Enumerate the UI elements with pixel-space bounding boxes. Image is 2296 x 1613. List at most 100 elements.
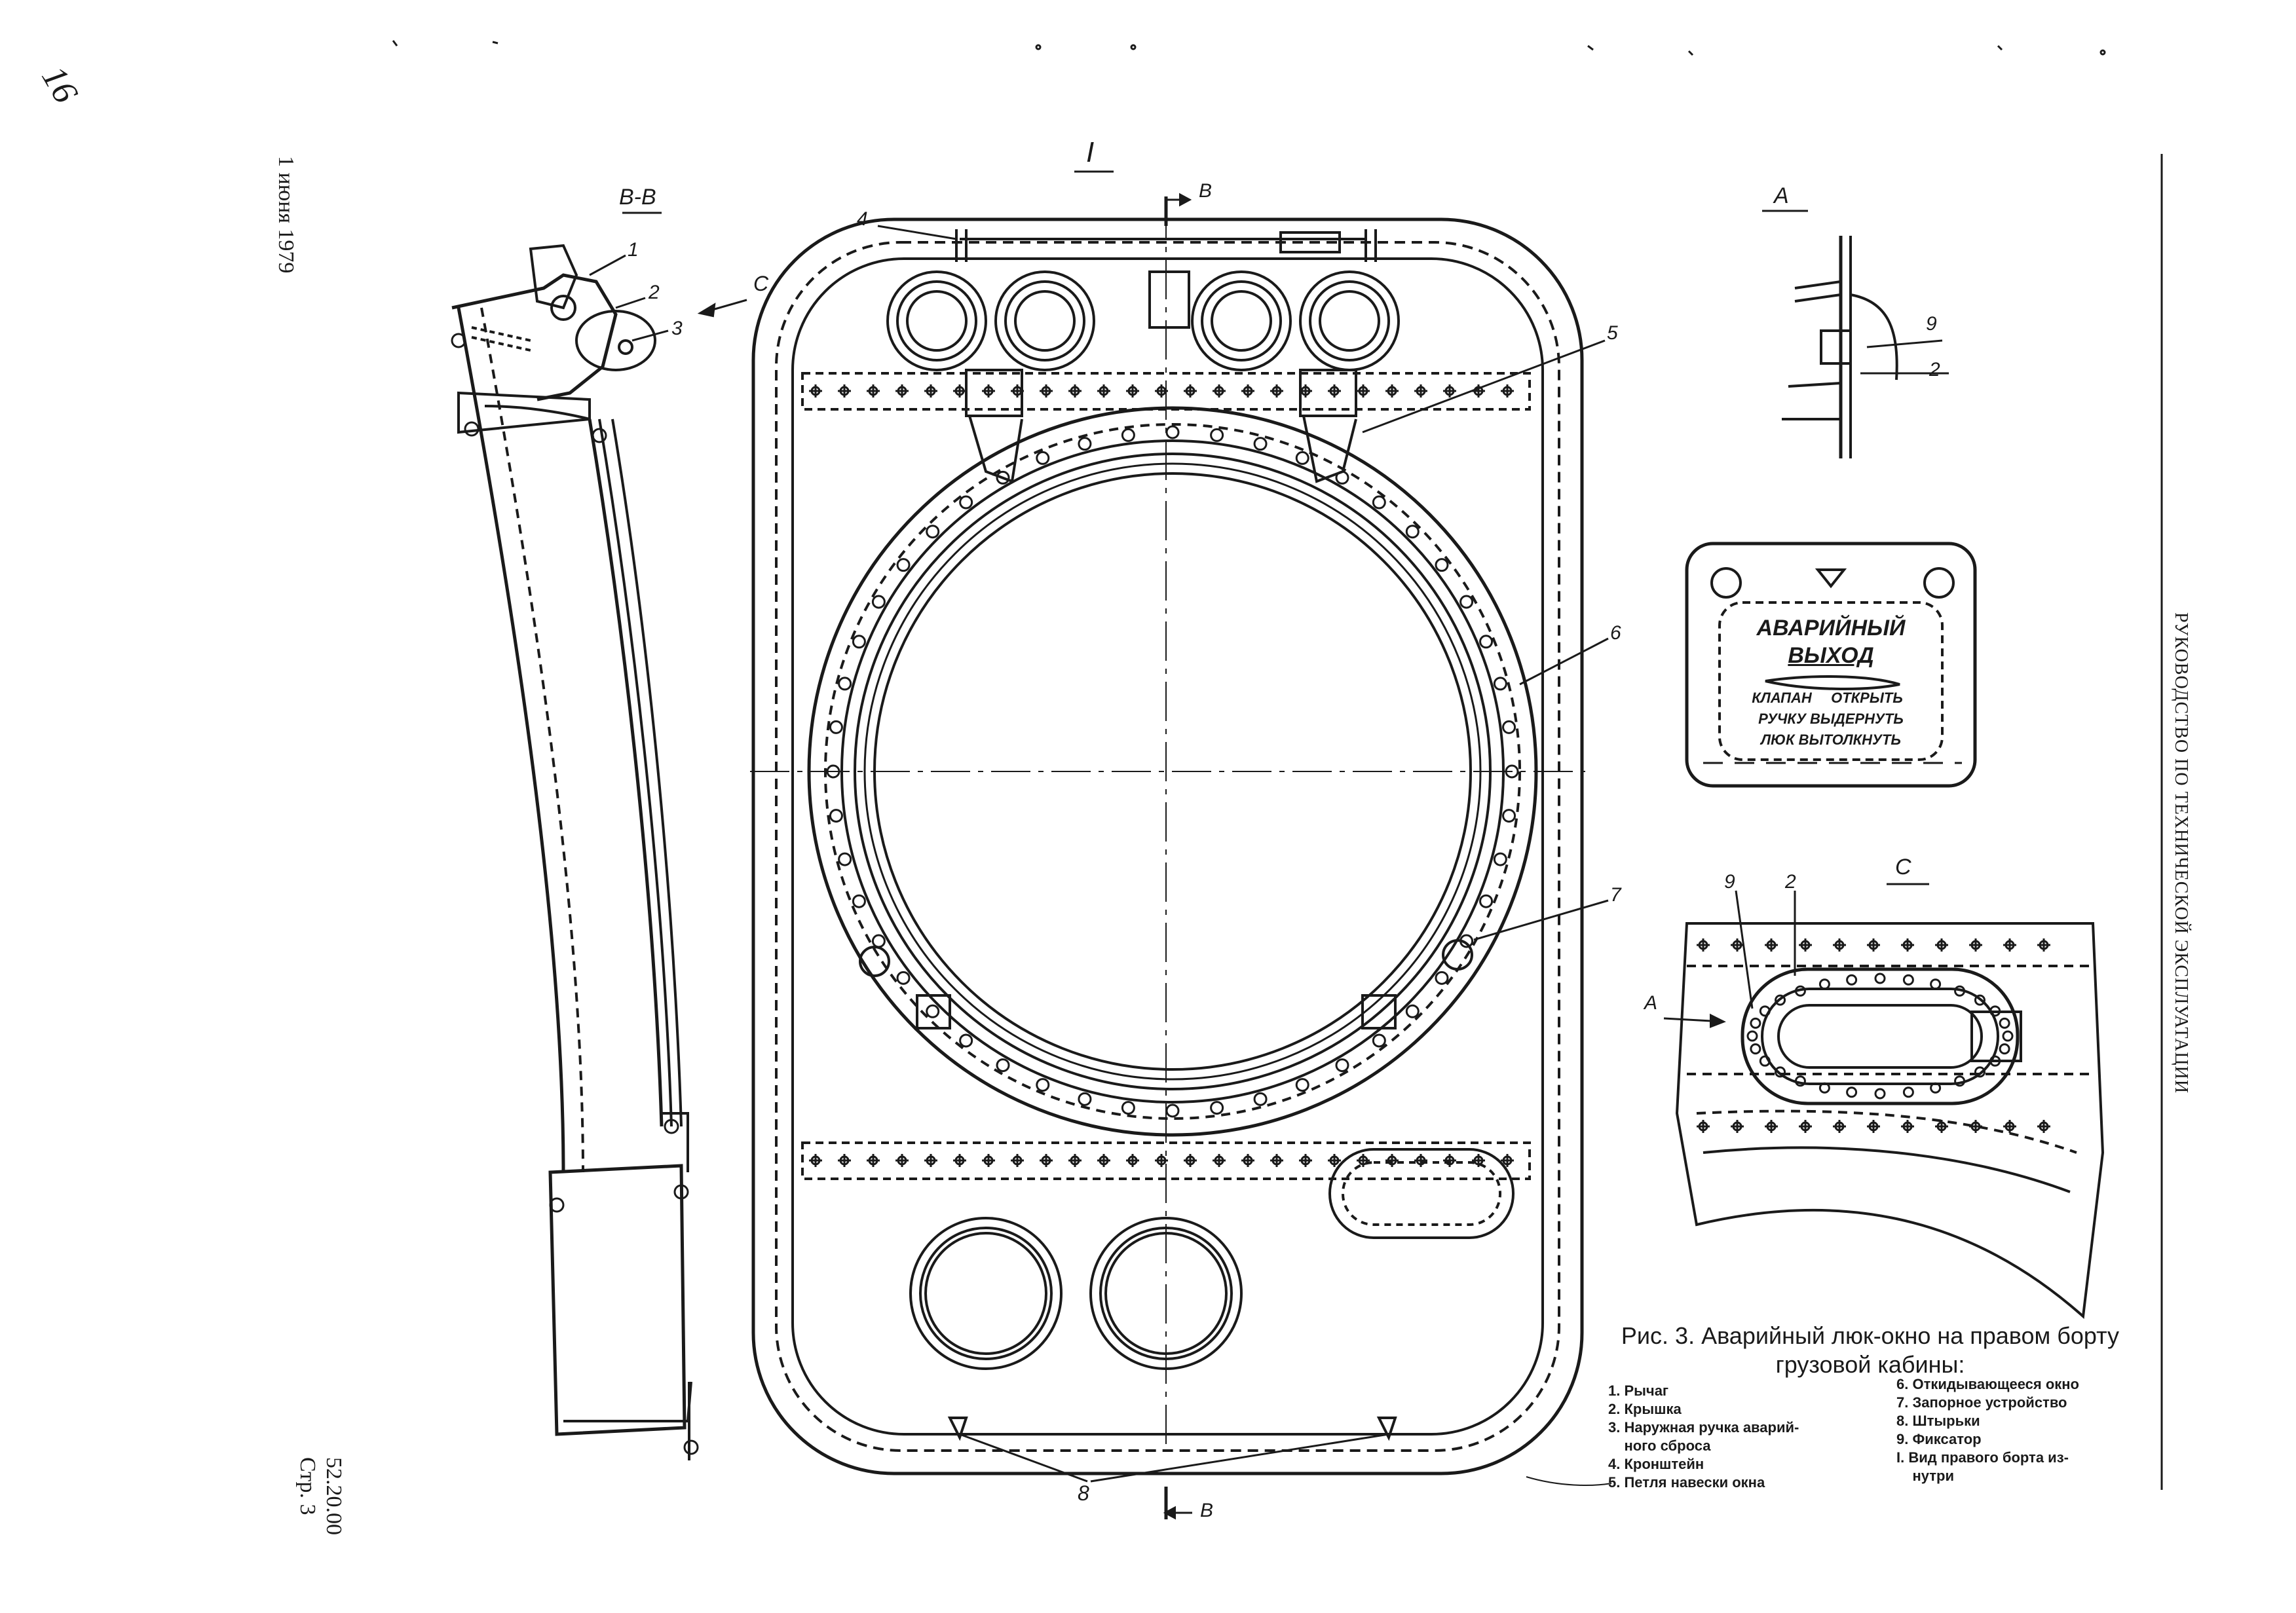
window-bolt bbox=[1036, 451, 1050, 465]
rivet-cross bbox=[1385, 384, 1399, 398]
view-title-a: А bbox=[1774, 183, 1789, 208]
rivet-cross bbox=[1731, 938, 1744, 952]
rivet-cross bbox=[982, 1154, 995, 1167]
rivet-cross bbox=[2003, 938, 2016, 952]
rivet-cross bbox=[895, 1154, 909, 1167]
window-bolt bbox=[1210, 428, 1224, 442]
rivet-cross bbox=[1213, 1154, 1226, 1167]
window-bolt bbox=[996, 1058, 1010, 1073]
window-bolt bbox=[1372, 1033, 1386, 1048]
window-bolt bbox=[1372, 495, 1386, 510]
rivet-cross bbox=[1472, 1154, 1485, 1167]
rivet-cross bbox=[1126, 1154, 1139, 1167]
side-header: РУКОВОДСТВО ПО ТЕХНИЧЕСКОЙ ЭКСПЛУАТАЦИИ bbox=[2171, 612, 2191, 1094]
window-bolt bbox=[1121, 1101, 1135, 1115]
rivet-cross bbox=[1155, 1154, 1168, 1167]
callout-c-2: 2 bbox=[1785, 871, 1796, 893]
rivet-cross bbox=[1299, 1154, 1312, 1167]
rivet-cross bbox=[1357, 384, 1370, 398]
section-bb-drawing bbox=[451, 212, 747, 1460]
legend-item: нутри bbox=[1896, 1468, 1954, 1484]
window-bolt bbox=[1253, 1092, 1268, 1106]
callout-main-4: 4 bbox=[857, 208, 868, 230]
rivet-cross bbox=[838, 384, 851, 398]
rivet-cross bbox=[1867, 1120, 1880, 1133]
window-bolt bbox=[1502, 809, 1516, 823]
hatch-rivet bbox=[1874, 1088, 1886, 1100]
placard-line3b: ОТКРЫТЬ bbox=[1831, 690, 1903, 706]
rivet-cross bbox=[1040, 384, 1053, 398]
rivet-cross bbox=[1867, 938, 1880, 952]
section-mark-b-top: В bbox=[1199, 180, 1213, 202]
hatch-rivet bbox=[1874, 973, 1886, 984]
section-mark-c: С bbox=[753, 272, 769, 295]
rivet-cross bbox=[1901, 1120, 1914, 1133]
hatch-rivet bbox=[1930, 978, 1942, 990]
hatch-rivet bbox=[1846, 1086, 1858, 1098]
rivet-cross bbox=[1799, 938, 1812, 952]
window-bolt bbox=[896, 558, 911, 572]
main-view-drawing bbox=[750, 170, 1609, 1520]
section-mark-b-bottom: В bbox=[1200, 1500, 1214, 1521]
rivet-cross bbox=[1126, 384, 1139, 398]
rivet-cross bbox=[2037, 938, 2050, 952]
legend-item: 6. Откидывающееся окно bbox=[1896, 1376, 2079, 1392]
hatch-rivet bbox=[1750, 1017, 1761, 1029]
window-bolt bbox=[1459, 595, 1474, 609]
window-bolt bbox=[852, 635, 866, 649]
window-bolt bbox=[926, 525, 940, 539]
hatch-rivet bbox=[1902, 1086, 1914, 1098]
window-bolt bbox=[871, 595, 886, 609]
legend-item: 1. Рычаг bbox=[1608, 1382, 1669, 1399]
rivet-cross bbox=[1765, 938, 1778, 952]
window-bolt bbox=[838, 852, 852, 866]
window-bolt bbox=[996, 470, 1010, 485]
hatch-rivet bbox=[1759, 1005, 1771, 1017]
hatch-rivet bbox=[1974, 1066, 1985, 1078]
rivet-cross bbox=[2003, 1120, 2016, 1133]
window-bolt bbox=[1036, 1078, 1050, 1092]
section-mark-a: А bbox=[1644, 992, 1658, 1014]
rivet-cross bbox=[1501, 384, 1514, 398]
window-bolt bbox=[926, 1004, 940, 1018]
legend-item: 7. Запорное устройство bbox=[1896, 1394, 2067, 1411]
view-title-bb: В-В bbox=[619, 185, 656, 210]
rivet-cross bbox=[1731, 1120, 1744, 1133]
callout-bb-3: 3 bbox=[671, 318, 683, 339]
rivet-cross bbox=[924, 384, 937, 398]
rivet-cross bbox=[809, 384, 822, 398]
window-bolt bbox=[1405, 525, 1420, 539]
rivet-cross bbox=[1935, 938, 1948, 952]
hatch-rivet bbox=[1989, 1005, 2001, 1017]
rivet-cross bbox=[1097, 1154, 1110, 1167]
hatch-rivet bbox=[1989, 1055, 2001, 1067]
placard-line4: РУЧКУ ВЫДЕРНУТЬ bbox=[1758, 711, 1904, 727]
window-bolt bbox=[1165, 1103, 1180, 1118]
scan-specks bbox=[392, 40, 2106, 56]
placard-line5: ЛЮК ВЫТОЛКНУТЬ bbox=[1761, 732, 1901, 748]
legend-item: I. Вид правого борта из- bbox=[1896, 1449, 2069, 1466]
callout-main-5: 5 bbox=[1607, 322, 1618, 344]
window-bolt bbox=[1295, 451, 1309, 465]
page-number: Стр. 3 bbox=[295, 1457, 320, 1515]
rivet-cross bbox=[1184, 1154, 1197, 1167]
view-title-c: С bbox=[1895, 855, 1911, 880]
rivet-cross bbox=[809, 1154, 822, 1167]
rivet-cross bbox=[1011, 1154, 1024, 1167]
page-code: 52.20.00 bbox=[322, 1457, 346, 1535]
window-bolt bbox=[1435, 558, 1449, 572]
window-bolt bbox=[1335, 470, 1349, 485]
callout-c-9: 9 bbox=[1724, 871, 1735, 893]
hatch-rivet bbox=[1775, 994, 1786, 1006]
hatch-rivet bbox=[1902, 974, 1914, 986]
legend-item: 5. Петля навески окна bbox=[1608, 1474, 1765, 1491]
callout-main-8: 8 bbox=[1078, 1481, 1089, 1505]
legend-item: 4. Кронштейн bbox=[1608, 1456, 1704, 1472]
rivet-cross bbox=[1241, 1154, 1254, 1167]
window-bolt bbox=[829, 720, 843, 734]
rivet-cross bbox=[1213, 384, 1226, 398]
rivet-cross bbox=[1040, 1154, 1053, 1167]
window-bolt bbox=[1493, 852, 1507, 866]
window-bolt bbox=[1493, 677, 1507, 691]
